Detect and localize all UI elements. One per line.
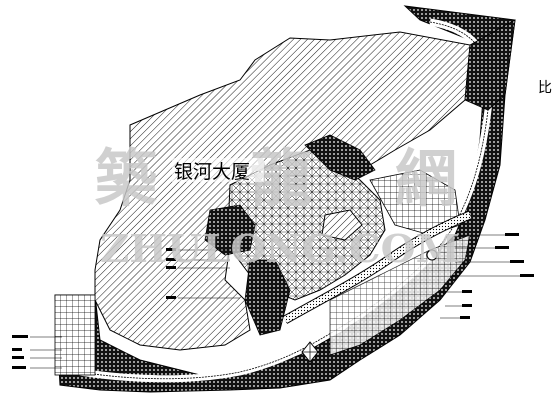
watermark-latin: ZHULONG.COM — [100, 226, 460, 271]
corner-label: 比 — [538, 80, 552, 96]
landscape-bed-west — [204, 204, 256, 256]
garden-lower-right — [329, 234, 471, 356]
landscape-bed-east — [369, 169, 461, 236]
upper-right-strip — [464, 19, 516, 111]
annotation-leaders-right — [440, 234, 520, 319]
landscape-bed-north — [304, 134, 376, 181]
annotation-tags-right — [460, 233, 534, 319]
corner-paving-left — [54, 294, 96, 376]
annotation-tags-left — [12, 335, 28, 369]
landscape-bed-south — [244, 259, 291, 336]
central-feature — [321, 209, 363, 241]
building-label: 银河大厦 — [174, 161, 250, 183]
watermark: 築 龍 網 ZHULONG.COM — [95, 142, 460, 271]
annotation-tags-center — [166, 248, 176, 299]
annotation-leaders-left — [30, 336, 62, 369]
watermark-char-1: 築 — [95, 142, 158, 215]
annotation-leaders-center — [178, 249, 240, 299]
pavilion-east — [426, 249, 438, 261]
watermark-char-3: 網 — [395, 142, 457, 215]
